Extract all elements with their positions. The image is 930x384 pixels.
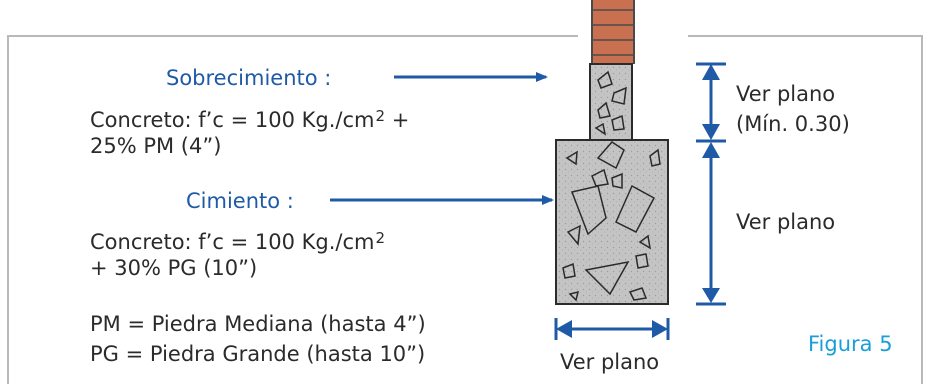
sobrecimiento-block — [589, 63, 633, 141]
dimension-lower-label: Ver plano — [736, 210, 836, 234]
cimiento-block — [555, 139, 669, 305]
cimiento-spec-text: Concreto: f’c = 100 Kg./cm — [90, 230, 375, 254]
dimension-upper-min-label: (Mín. 0.30) — [736, 112, 850, 136]
sobrecimiento-exponent: 2 — [375, 107, 386, 125]
sobrecimiento-title: Sobrecimiento : — [166, 66, 332, 90]
sobrecimiento-spec-line2: 25% PM (4”) — [90, 134, 222, 158]
dimension-upper — [696, 62, 726, 140]
figure-label: Figura 5 — [808, 332, 893, 356]
cimiento-spec-line2: + 30% PG (10”) — [90, 256, 258, 280]
cimiento-spec-line1: Concreto: f’c = 100 Kg./cm2 — [90, 226, 385, 254]
dimension-width-label: Ver plano — [560, 350, 660, 374]
cimiento-exponent: 2 — [375, 229, 386, 247]
cimiento-title: Cimiento : — [186, 189, 294, 213]
dimension-lower — [696, 139, 726, 306]
sobrecimiento-spec-text: Concreto: f’c = 100 Kg./cm — [90, 108, 375, 132]
frame-border — [7, 35, 923, 384]
legend-pg: PG = Piedra Grande (hasta 10”) — [90, 342, 426, 366]
dimension-width — [554, 318, 670, 340]
brick-wall — [591, 0, 635, 64]
legend-pm: PM = Piedra Mediana (hasta 4”) — [90, 312, 426, 336]
sobrecimiento-spec-line1: Concreto: f’c = 100 Kg./cm2 + — [90, 104, 409, 132]
sobrecimiento-spec-tail: + — [385, 108, 410, 132]
dimension-upper-label: Ver plano — [736, 82, 836, 106]
